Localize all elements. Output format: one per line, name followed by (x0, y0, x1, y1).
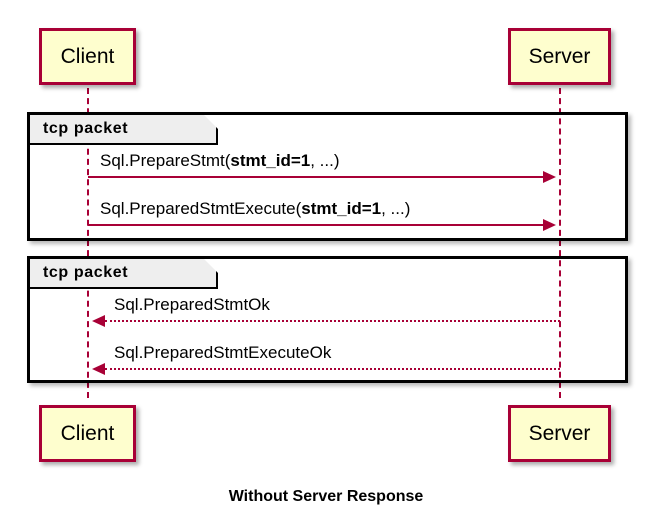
message-1-text-suffix: , ...) (310, 151, 340, 170)
message-1-label: Sql.PrepareStmt(stmt_id=1, ...) (100, 152, 340, 169)
participant-client-top-label: Client (60, 45, 115, 68)
message-4-line (105, 368, 560, 370)
message-4-text-prefix: Sql.PreparedStmtExecuteOk (114, 343, 332, 362)
group-header-1: tcp packet (30, 115, 218, 145)
participant-client-bottom-label: Client (60, 422, 115, 445)
message-1-arrowhead-icon (543, 171, 556, 183)
message-3-arrowhead-icon (92, 315, 105, 327)
message-4-arrowhead-icon (92, 363, 105, 375)
message-2-text-prefix: Sql.PreparedStmtExecute( (100, 199, 302, 218)
message-3-line (105, 320, 560, 322)
message-2-text-bold: stmt_id=1 (301, 199, 382, 218)
message-1-line (88, 176, 543, 178)
message-2-label: Sql.PreparedStmtExecute(stmt_id=1, ...) (100, 200, 410, 217)
message-2-arrowhead-icon (543, 219, 556, 231)
group-header-2: tcp packet (30, 259, 218, 289)
participant-client-bottom[interactable]: Client (39, 405, 136, 462)
participant-server-bottom[interactable]: Server (508, 405, 611, 462)
message-1-text-bold: stmt_id=1 (230, 151, 311, 170)
message-2-text-suffix: , ...) (381, 199, 411, 218)
participant-client-top[interactable]: Client (39, 28, 136, 85)
message-4-label: Sql.PreparedStmtExecuteOk (114, 344, 331, 361)
group-frame-tcp-packet-1: tcp packet (27, 112, 628, 241)
message-3-text-prefix: Sql.PreparedStmtOk (114, 295, 270, 314)
group-header-1-label: tcp packet (43, 120, 129, 137)
message-2-line (88, 224, 543, 226)
participant-server-top[interactable]: Server (508, 28, 611, 85)
lifeline-client (87, 88, 89, 398)
participant-server-bottom-label: Server (528, 422, 591, 445)
group-header-2-label: tcp packet (43, 264, 129, 281)
message-1-text-prefix: Sql.PrepareStmt( (100, 151, 231, 170)
participant-server-top-label: Server (528, 45, 591, 68)
diagram-caption: Without Server Response (228, 488, 424, 505)
group-frame-tcp-packet-2: tcp packet (27, 256, 628, 383)
message-3-label: Sql.PreparedStmtOk (114, 296, 270, 313)
lifeline-server (559, 88, 561, 398)
